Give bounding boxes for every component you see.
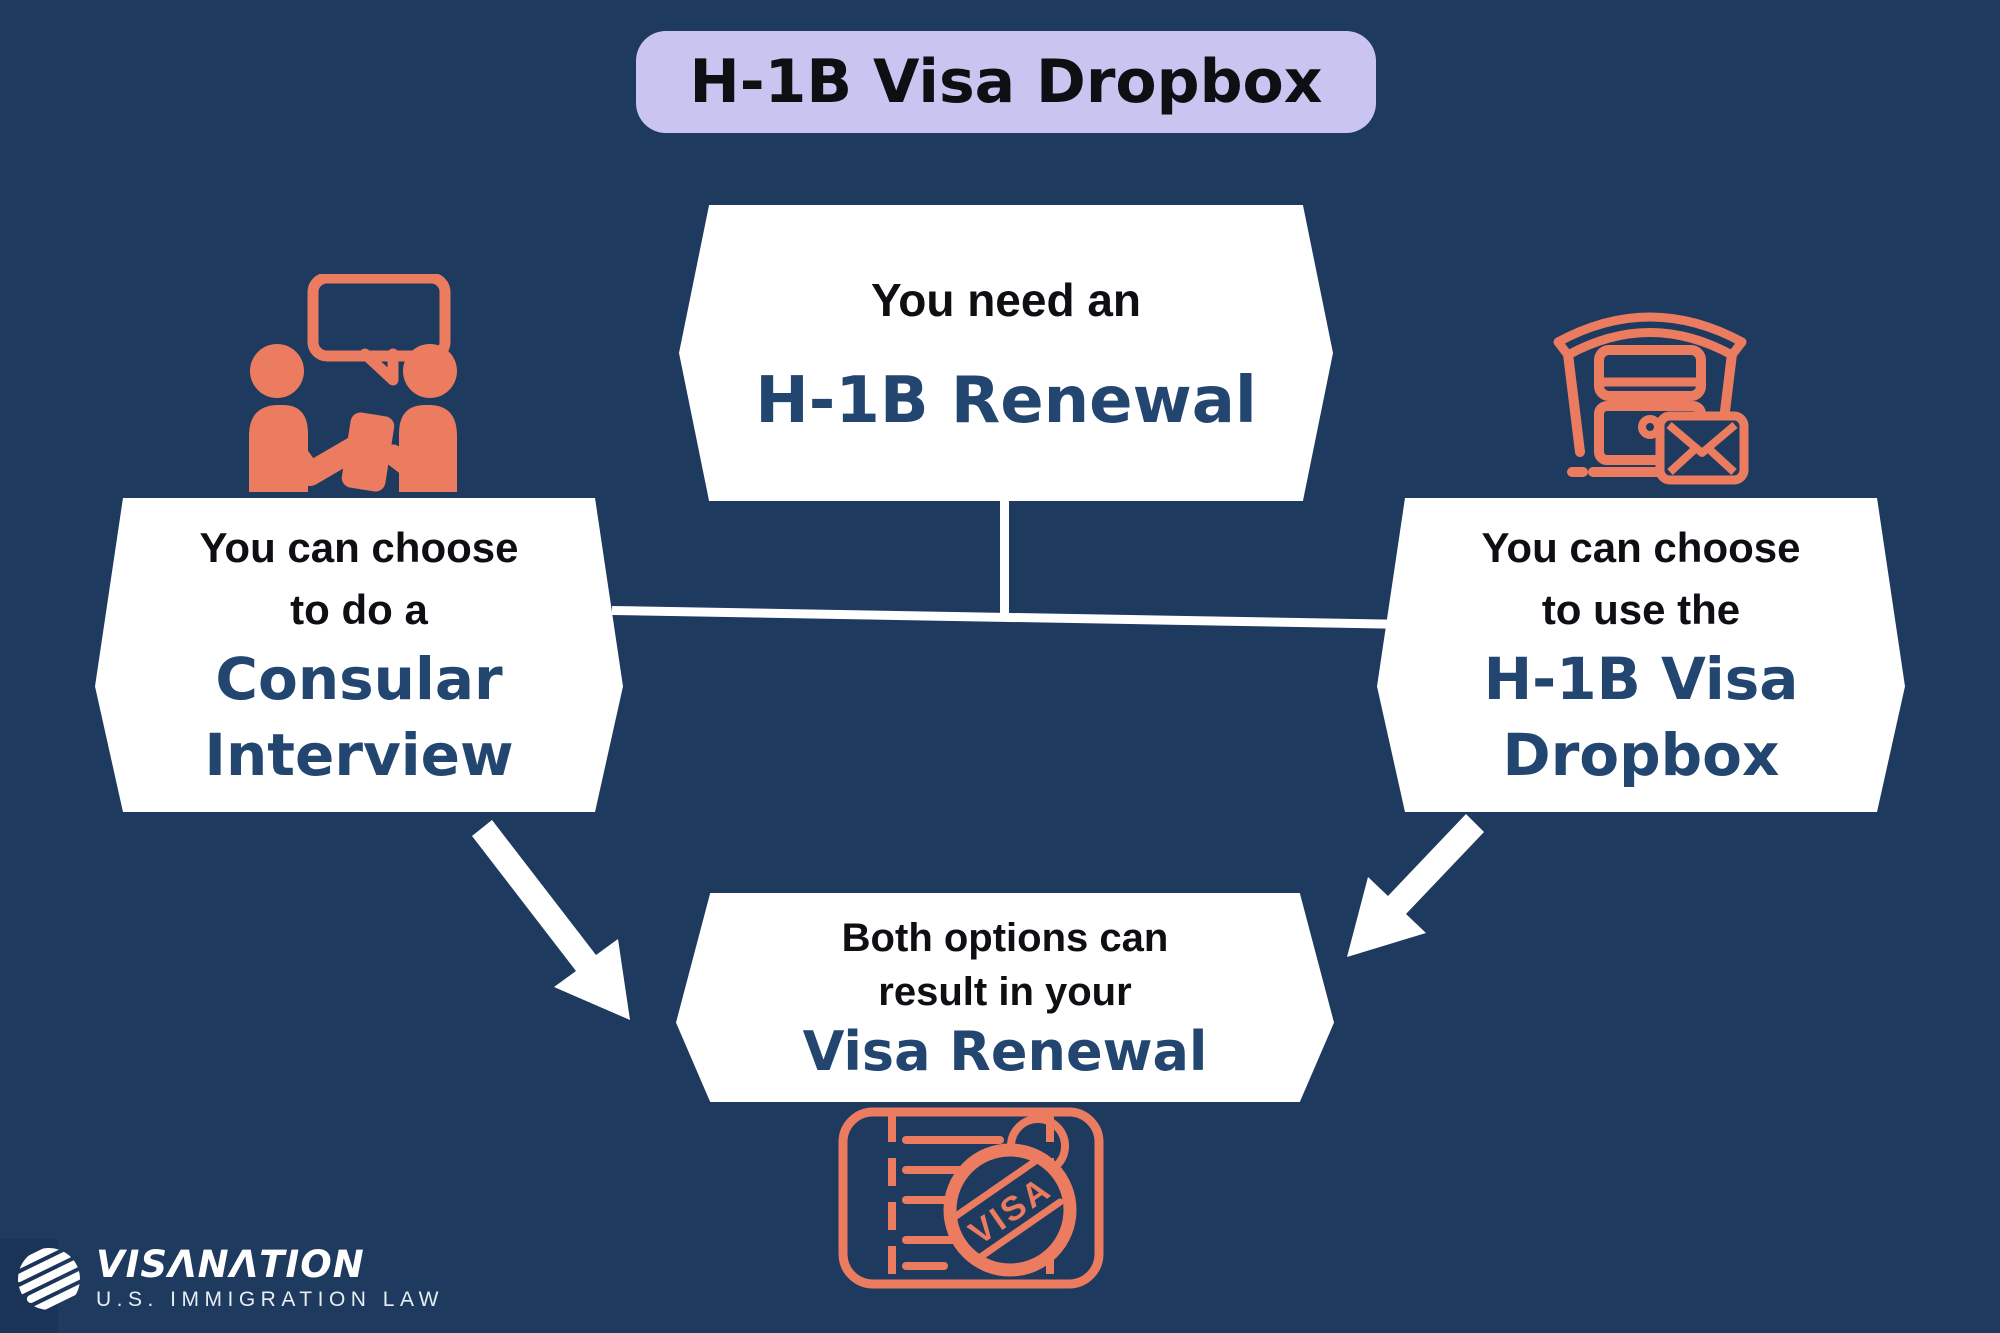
logo-tagline: U.S. IMMIGRATION LAW bbox=[96, 1288, 445, 1311]
title-banner: H-1B Visa Dropbox bbox=[636, 31, 1376, 133]
speech-bubble-tail bbox=[359, 348, 399, 386]
mailbox-roof bbox=[1553, 312, 1747, 360]
node-top-line2: H-1B Renewal bbox=[755, 364, 1257, 438]
node-visa-renewal: Both options can result in your Visa Ren… bbox=[676, 893, 1334, 1102]
node-left-line1: You can choose bbox=[199, 524, 519, 571]
page-title: H-1B Visa Dropbox bbox=[689, 47, 1323, 117]
speech-bubble-icon bbox=[307, 274, 451, 362]
node-left-line2: to do a bbox=[290, 586, 428, 633]
dropbox-mailbox-icon bbox=[1553, 312, 1749, 485]
arrow-right-to-bottom-icon bbox=[1347, 814, 1484, 957]
visa-stamp-band bbox=[952, 1158, 1064, 1260]
visa-document-icon: VISA bbox=[838, 1107, 1104, 1289]
logo-wordmark: VISΛNΛTION bbox=[96, 1243, 365, 1286]
visa-card-outline bbox=[838, 1107, 1104, 1289]
interview-tablet bbox=[341, 412, 395, 492]
interview-people-icon bbox=[249, 274, 457, 492]
node-bottom-line3: Visa Renewal bbox=[802, 1019, 1208, 1083]
node-right-line1: You can choose bbox=[1481, 524, 1801, 571]
node-h1b-renewal: You need an H-1B Renewal bbox=[679, 205, 1333, 501]
envelope-flap bbox=[1666, 421, 1738, 457]
visanation-logo: VISΛNΛTION U.S. IMMIGRATION LAW bbox=[16, 1245, 444, 1313]
person-right-head bbox=[403, 344, 457, 398]
visa-stamp-circle bbox=[943, 1143, 1077, 1277]
mailbox-slot-panel bbox=[1594, 345, 1706, 401]
person-left-arm bbox=[263, 414, 370, 486]
arrow-left-to-bottom-icon bbox=[472, 820, 630, 1020]
node-bottom-line2: result in your bbox=[878, 969, 1132, 1014]
node-right-line4: Dropbox bbox=[1502, 721, 1780, 789]
node-visa-dropbox: You can choose to use the H-1B Visa Drop… bbox=[1377, 498, 1905, 812]
visa-text-lines bbox=[902, 1136, 1004, 1270]
node-left-line3: Consular bbox=[215, 645, 503, 713]
connector-vertical-line bbox=[1000, 480, 1009, 620]
node-left-line4: Interview bbox=[204, 721, 514, 789]
person-left-head bbox=[250, 344, 304, 398]
globe-icon bbox=[16, 1246, 82, 1312]
person-right-arm bbox=[382, 417, 456, 483]
node-right-line2: to use the bbox=[1541, 586, 1741, 633]
envelope-folds bbox=[1667, 446, 1737, 475]
node-right-line3: H-1B Visa bbox=[1483, 645, 1799, 713]
node-consular-interview: You can choose to do a Consular Intervie… bbox=[95, 498, 623, 812]
node-bottom-line1: Both options can bbox=[841, 915, 1169, 960]
node-top-line1: You need an bbox=[870, 274, 1142, 326]
